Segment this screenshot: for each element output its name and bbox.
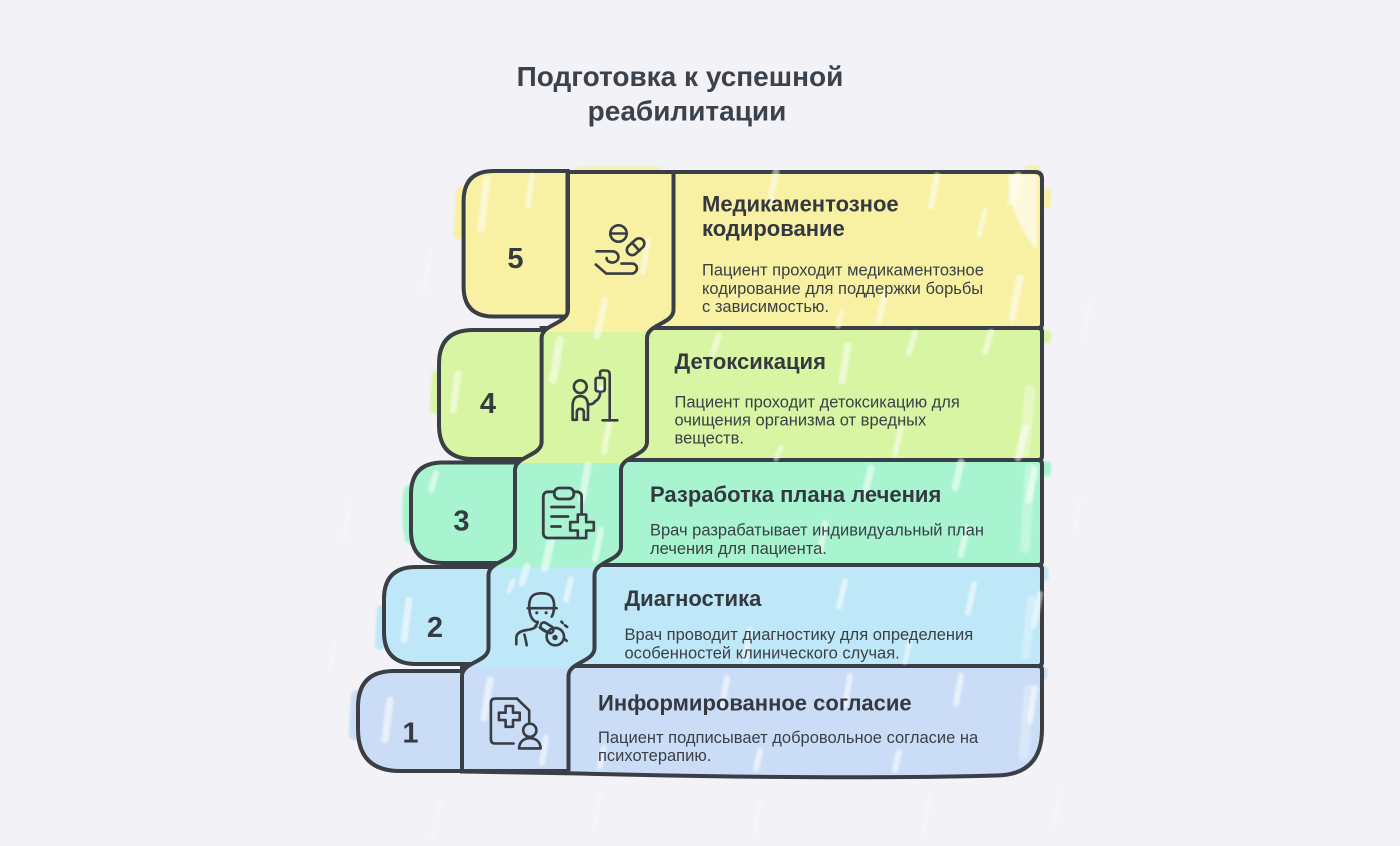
svg-text:с зависимостью.: с зависимостью. <box>702 298 829 316</box>
svg-text:Пациент подписывает добровольн: Пациент подписывает добровольное согласи… <box>598 729 979 747</box>
svg-text:Пациент проходит детоксикацию: Пациент проходит детоксикацию для <box>675 393 960 411</box>
svg-text:Диагностика: Диагностика <box>625 586 763 611</box>
svg-text:кодирование для поддержки борь: кодирование для поддержки борьбы <box>702 280 983 298</box>
svg-text:психотерапию.: психотерапию. <box>598 747 711 765</box>
svg-text:реабилитации: реабилитации <box>588 96 787 127</box>
svg-text:Подготовка к успешной: Подготовка к успешной <box>517 61 844 92</box>
svg-text:1: 1 <box>402 717 418 749</box>
svg-text:Медикаментозное: Медикаментозное <box>702 191 899 216</box>
svg-text:Врач разрабатывает индивидуаль: Врач разрабатывает индивидуальный план <box>650 522 984 540</box>
svg-text:Разработка плана лечения: Разработка плана лечения <box>650 482 941 507</box>
svg-text:веществ.: веществ. <box>675 429 744 447</box>
svg-text:3: 3 <box>453 506 469 538</box>
svg-text:Детоксикация: Детоксикация <box>675 349 826 374</box>
svg-text:Пациент проходит медикаментозн: Пациент проходит медикаментозное <box>702 262 984 280</box>
svg-text:Информированное согласие: Информированное согласие <box>598 691 912 716</box>
svg-text:очищения организма от вредных: очищения организма от вредных <box>675 411 928 429</box>
svg-text:4: 4 <box>480 388 496 420</box>
svg-text:лечения для пациента.: лечения для пациента. <box>650 540 827 558</box>
svg-text:кодирование: кодирование <box>702 216 845 241</box>
svg-text:особенностей клинического случ: особенностей клинического случая. <box>625 644 900 662</box>
svg-text:5: 5 <box>507 243 523 275</box>
svg-text:2: 2 <box>427 612 443 644</box>
svg-text:Врач проводит диагностику для: Врач проводит диагностику для определени… <box>625 626 974 644</box>
